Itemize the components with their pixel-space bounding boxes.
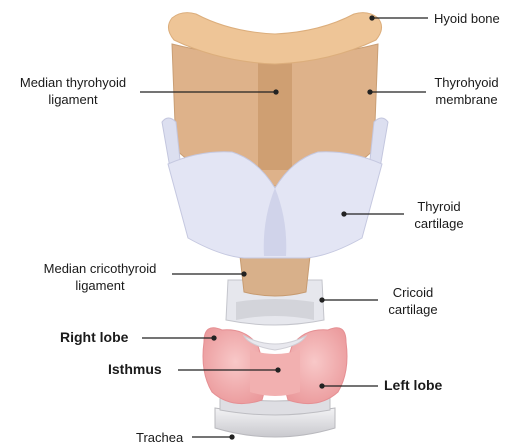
label-median-thyrohyoid-line1: Median thyrohyoid <box>6 74 140 91</box>
label-isthmus: Isthmus <box>108 361 162 378</box>
label-hyoid-bone: Hyoid bone <box>434 10 500 27</box>
label-thyrohyoid-line1: Thyrohyoid <box>426 74 507 91</box>
label-thyroid-cartilage-line2: cartilage <box>404 215 474 232</box>
label-thyroid-cartilage-line1: Thyroid <box>404 198 474 215</box>
isthmus <box>250 350 300 396</box>
label-cricoid-cartilage: Cricoid cartilage <box>378 284 448 318</box>
median-thyrohyoid-ligament <box>258 56 292 170</box>
label-right-lobe: Right lobe <box>60 329 128 346</box>
cricothyroid-ligament <box>240 256 310 296</box>
label-thyrohyoid-line2: membrane <box>426 91 507 108</box>
label-cricoid-line2: cartilage <box>378 301 448 318</box>
label-thyrohyoid-membrane: Thyrohyoid membrane <box>426 74 507 108</box>
label-median-thyrohyoid-line2: ligament <box>6 91 140 108</box>
label-median-cricothyroid-line1: Median cricothyroid <box>30 260 170 277</box>
label-median-thyrohyoid-ligament: Median thyrohyoid ligament <box>6 74 140 108</box>
label-left-lobe: Left lobe <box>384 377 442 394</box>
label-median-cricothyroid-line2: ligament <box>30 277 170 294</box>
label-thyroid-cartilage: Thyroid cartilage <box>404 198 474 232</box>
label-median-cricothyroid-ligament: Median cricothyroid ligament <box>30 260 170 294</box>
label-trachea: Trachea <box>136 429 183 446</box>
thyroid-gland <box>203 328 347 404</box>
label-cricoid-line1: Cricoid <box>378 284 448 301</box>
